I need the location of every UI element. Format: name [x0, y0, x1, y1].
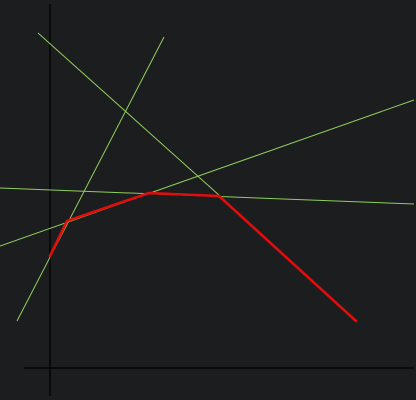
tangent-line-descending	[37, 32, 221, 197]
tangent-line-steep	[16, 36, 165, 322]
envelope-polyline	[48, 191, 358, 323]
